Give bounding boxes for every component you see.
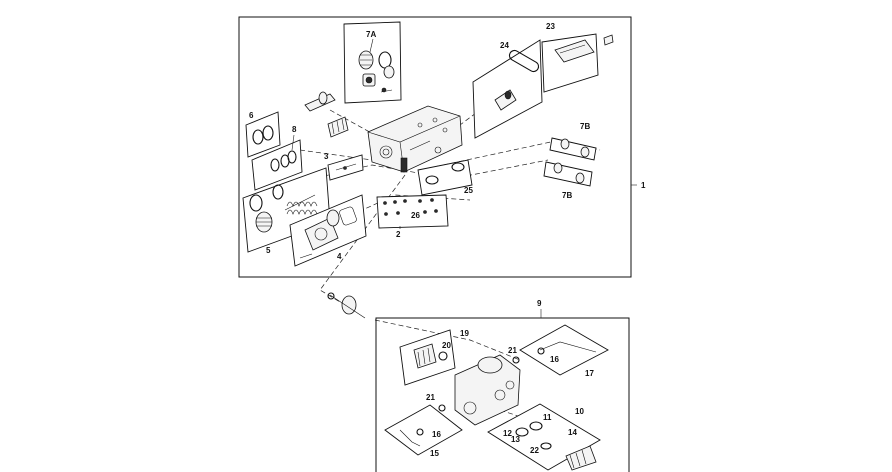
panel-7b-top: 7B <box>549 122 597 161</box>
panel-7a: 7A <box>343 21 402 104</box>
callout-9[interactable]: 9 <box>537 299 542 308</box>
panel-6: 6 <box>245 111 281 158</box>
callout-14[interactable]: 14 <box>568 428 577 437</box>
callout-10[interactable]: 10 <box>575 407 584 416</box>
callout-7b-top[interactable]: 7B <box>580 122 590 131</box>
assembly-1-frame <box>238 16 632 278</box>
o-ring-21-top <box>512 356 520 364</box>
callout-11[interactable]: 11 <box>543 413 552 422</box>
panel-5: 5 <box>242 167 331 255</box>
callout-13[interactable]: 13 <box>511 435 520 444</box>
panel-10: 11 10 12 13 14 22 <box>487 403 601 471</box>
panel-3: 3 <box>324 152 364 181</box>
assembly-9-frame <box>375 317 630 472</box>
callout-3[interactable]: 3 <box>324 152 329 161</box>
callout-12[interactable]: 12 <box>503 429 512 438</box>
callout-7b-bottom[interactable]: 7B <box>562 191 572 200</box>
panel-25: 25 <box>417 159 473 196</box>
callout-15[interactable]: 15 <box>430 449 439 458</box>
callout-5[interactable]: 5 <box>266 246 271 255</box>
callout-4[interactable]: 4 <box>337 252 342 261</box>
callout-1[interactable]: 1 <box>641 181 646 190</box>
callout-22[interactable]: 22 <box>530 446 539 455</box>
panel-2: 26 2 <box>376 194 449 239</box>
panel-19: 19 20 <box>399 329 469 386</box>
panel-15: 16 15 <box>384 404 463 458</box>
o-ring-21-bottom <box>438 404 446 412</box>
valve-body-lower <box>454 354 521 426</box>
panel-7b-bottom: 7B <box>543 161 593 200</box>
callout-8[interactable]: 8 <box>292 125 297 134</box>
callout-2[interactable]: 2 <box>396 230 401 239</box>
callout-21-bottom[interactable]: 21 <box>426 393 435 402</box>
panel-24: 24 <box>472 39 543 139</box>
valve-housing <box>367 105 463 173</box>
fitting-connector <box>327 292 366 319</box>
callout-25[interactable]: 25 <box>464 186 473 195</box>
callout-7a[interactable]: 7A <box>366 30 376 39</box>
callout-21-top[interactable]: 21 <box>508 346 517 355</box>
spool-top <box>304 91 349 138</box>
callout-20[interactable]: 20 <box>442 341 451 350</box>
callout-6[interactable]: 6 <box>249 111 254 120</box>
callout-16-top[interactable]: 16 <box>550 355 559 364</box>
callout-17[interactable]: 17 <box>585 369 594 378</box>
callout-24[interactable]: 24 <box>500 41 509 50</box>
callout-16-bottom[interactable]: 16 <box>432 430 441 439</box>
panel-23: 23 <box>541 22 614 93</box>
callout-26[interactable]: 26 <box>411 211 420 220</box>
callout-23[interactable]: 23 <box>546 22 555 31</box>
panel-4: 4 <box>289 194 367 267</box>
callout-19[interactable]: 19 <box>460 329 469 338</box>
panel-17: 16 17 <box>519 324 609 378</box>
panel-8: 8 <box>251 125 303 191</box>
